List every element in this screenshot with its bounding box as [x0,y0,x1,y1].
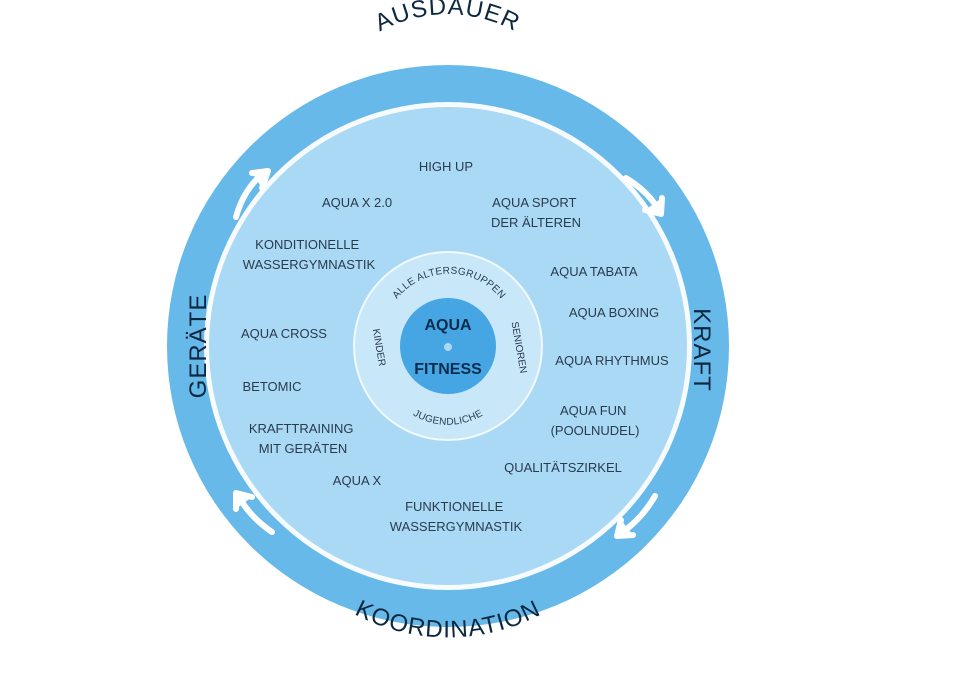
program-item: QUALITÄTSZIRKEL [504,460,622,475]
arrow-bottom-left-icon [233,490,275,535]
ring-label-right: KRAFT [688,308,715,392]
arrow-top-right-icon [623,175,665,217]
center-dot [444,343,452,351]
program-item: HIGH UP [419,159,473,174]
center-title-line2: FITNESS [414,361,482,378]
program-item: AQUA RHYTHMUS [555,353,669,368]
program-item: AQUA SPORT DER ÄLTEREN [491,195,581,230]
program-item: KRAFTTRAINING MIT GERÄTEN [249,421,357,456]
age-group-ring-border [353,251,543,441]
program-item: AQUA FUN (POOLNUDEL) [551,403,640,438]
ring-label-top: AUSDAUER [371,0,525,37]
arrow-bottom-right-icon [614,493,658,539]
program-item: KONDITIONELLE WASSERGYMNASTIK [243,237,376,272]
program-item: AQUA TABATA [550,264,638,279]
program-labels: HIGH UP AQUA X 2.0 AQUA SPORT DER ÄLTERE… [241,159,669,534]
program-item: FUNKTIONELLE WASSERGYMNASTIK [390,499,523,534]
program-item: BETOMIC [243,379,302,394]
program-item: AQUA BOXING [569,305,659,320]
program-item: AQUA X [333,473,382,488]
ring-label-left: GERÄTE [185,294,212,399]
center-title-line1: AQUA [424,317,472,334]
program-item: AQUA CROSS [241,326,327,341]
program-item: AQUA X 2.0 [322,195,392,210]
arrow-top-left-icon [233,168,271,220]
